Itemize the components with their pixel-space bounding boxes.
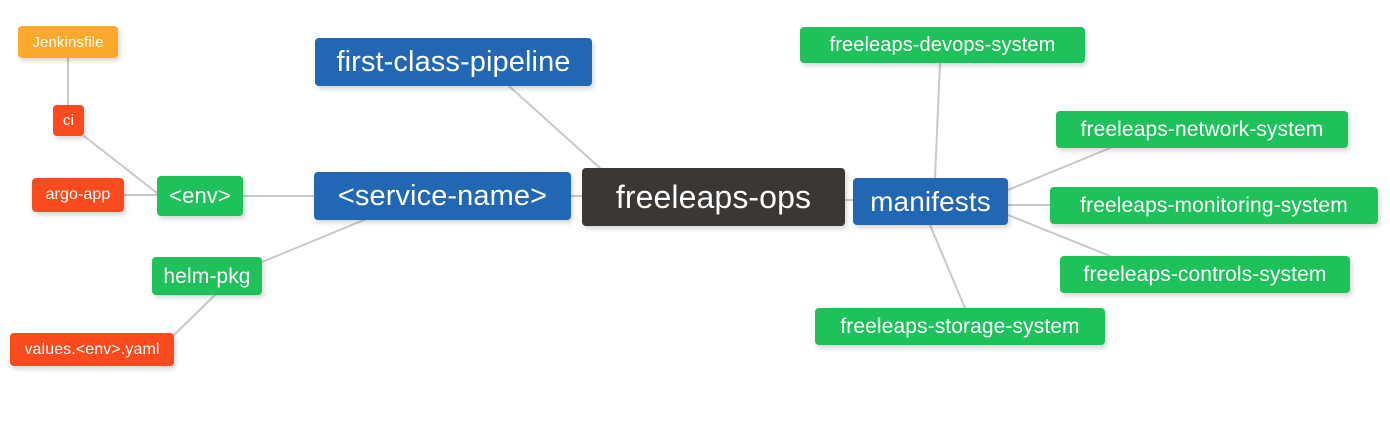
node-label-freeleaps-network-system: freeleaps-network-system bbox=[1080, 118, 1324, 141]
node-manifests[interactable]: manifests bbox=[853, 178, 1008, 225]
node-label-manifests: manifests bbox=[870, 185, 991, 217]
node-freeleaps-monitoring-system[interactable]: freeleaps-monitoring-system bbox=[1050, 187, 1378, 224]
node-label-freeleaps-ops: freeleaps-ops bbox=[615, 179, 812, 215]
node-jenkinsfile[interactable]: Jenkinsfile bbox=[18, 26, 118, 58]
node-label-freeleaps-controls-system: freeleaps-controls-system bbox=[1083, 263, 1327, 286]
node-env[interactable]: <env> bbox=[157, 176, 243, 216]
node-helm-pkg[interactable]: helm-pkg bbox=[152, 257, 262, 295]
node-label-jenkinsfile: Jenkinsfile bbox=[32, 33, 104, 51]
edge-values-yaml-to-helm-pkg bbox=[173, 294, 216, 336]
edge-manifests-to-freeleaps-storage-system bbox=[929, 224, 966, 309]
node-freeleaps-network-system[interactable]: freeleaps-network-system bbox=[1056, 111, 1348, 148]
node-argo-app[interactable]: argo-app bbox=[32, 178, 124, 212]
node-label-env: <env> bbox=[169, 183, 231, 208]
node-label-values-yaml: values.<env>.yaml bbox=[24, 340, 160, 358]
node-freeleaps-storage-system[interactable]: freeleaps-storage-system bbox=[815, 308, 1105, 345]
node-label-freeleaps-devops-system: freeleaps-devops-system bbox=[829, 34, 1056, 56]
edge-first-class-pipeline-to-freeleaps-ops bbox=[508, 85, 601, 169]
node-ci[interactable]: ci bbox=[53, 105, 84, 136]
node-freeleaps-ops[interactable]: freeleaps-ops bbox=[582, 168, 845, 226]
node-service-name[interactable]: <service-name> bbox=[314, 172, 571, 220]
node-label-ci: ci bbox=[62, 112, 75, 129]
node-values-yaml[interactable]: values.<env>.yaml bbox=[10, 333, 174, 366]
edge-manifests-to-freeleaps-network-system bbox=[1007, 147, 1111, 191]
node-label-freeleaps-monitoring-system: freeleaps-monitoring-system bbox=[1080, 194, 1348, 217]
edge-helm-pkg-to-service-name bbox=[261, 219, 365, 263]
node-label-argo-app: argo-app bbox=[45, 186, 111, 203]
node-first-class-pipeline[interactable]: first-class-pipeline bbox=[315, 38, 592, 86]
node-label-helm-pkg: helm-pkg bbox=[163, 264, 251, 288]
node-label-service-name: <service-name> bbox=[337, 179, 548, 212]
edge-manifests-to-freeleaps-devops-system bbox=[934, 62, 941, 179]
node-label-freeleaps-storage-system: freeleaps-storage-system bbox=[840, 315, 1080, 338]
node-freeleaps-devops-system[interactable]: freeleaps-devops-system bbox=[800, 27, 1085, 63]
node-label-first-class-pipeline: first-class-pipeline bbox=[336, 45, 571, 78]
node-freeleaps-controls-system[interactable]: freeleaps-controls-system bbox=[1060, 256, 1350, 293]
